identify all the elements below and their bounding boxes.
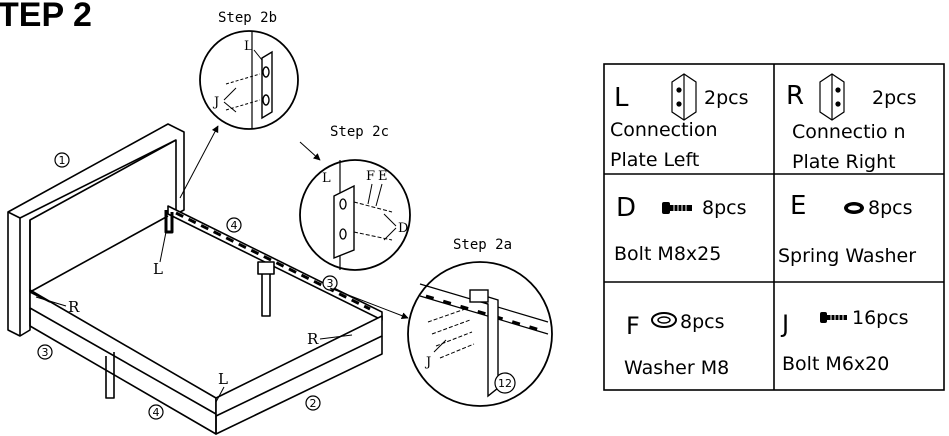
parts-cell-J: J 16pcs Bolt M6x20 <box>780 307 909 375</box>
callout-D-2c: D <box>398 221 408 236</box>
part-qty-F: 8pcs <box>680 311 725 333</box>
parts-cell-E: E 8pcs Spring Washer <box>778 191 916 267</box>
part-name-L-line1: Connection <box>610 119 718 141</box>
part-name-L-line2: Plate Left <box>610 149 699 171</box>
connection-plate-icon <box>671 73 697 121</box>
part-number-4b: 4 <box>153 406 160 419</box>
part-number-2: 2 <box>310 397 317 410</box>
part-name-J: Bolt M6x20 <box>782 353 889 375</box>
part-qty-E: 8pcs <box>868 197 913 219</box>
side-rail-near <box>29 289 217 415</box>
part-code-L: L <box>614 83 629 113</box>
part-number-1: 1 <box>59 154 66 167</box>
part-number-markers: 1 4 3 3 4 2 <box>37 152 338 420</box>
part-code-J: J <box>780 310 789 338</box>
callout-J-2a: J <box>424 355 431 370</box>
detail-step-2c: Step 2c L F E D <box>299 124 411 271</box>
callout-L-2b: L <box>244 39 253 54</box>
step-2a-label: Step 2a <box>453 237 512 253</box>
callout-E-2c: E <box>378 169 388 184</box>
parts-cell-D: D 8pcs Bolt M8x25 <box>614 193 747 265</box>
callout-J-2b: J <box>212 95 219 110</box>
detail-step-2b: Step 2b L J <box>199 10 299 130</box>
callout-L-foot: L <box>218 370 228 388</box>
part-number-4a: 4 <box>231 219 238 232</box>
bed-frame-drawing <box>7 123 383 435</box>
bed-callouts: L R R L <box>35 231 353 403</box>
parts-cell-L: L 2pcs Connection Plate Left <box>610 73 749 171</box>
part-qty-L: 2pcs <box>704 87 749 109</box>
part-code-F: F <box>626 312 640 340</box>
bolt-icon <box>662 202 692 214</box>
part-code-D: D <box>616 193 636 223</box>
part-name-R-line1: Connectio n <box>792 121 906 143</box>
part-name-E: Spring Washer <box>778 245 916 267</box>
parts-cell-F: F 8pcs Washer M8 <box>624 311 729 379</box>
spring-washer-icon <box>844 202 864 214</box>
parts-table: L 2pcs Connection Plate Left R 2pcs Conn… <box>603 63 945 391</box>
part-number-3a: 3 <box>42 346 49 359</box>
part-number-12: 12 <box>498 377 512 390</box>
part-name-F: Washer M8 <box>624 357 729 379</box>
part-number-3b: 3 <box>327 277 334 290</box>
washer-icon <box>651 312 677 328</box>
callout-R-left: R <box>68 298 80 316</box>
part-qty-D: 8pcs <box>702 197 747 219</box>
part-code-R: R <box>786 81 804 111</box>
part-qty-J: 16pcs <box>852 307 909 329</box>
part-qty-R: 2pcs <box>872 87 917 109</box>
detail-step-2a: Step 2a J 12 <box>407 237 553 407</box>
step-2b-label: Step 2b <box>218 10 277 26</box>
callout-F-2c: F <box>366 169 375 184</box>
part-name-D: Bolt M8x25 <box>614 243 721 265</box>
callout-L-2c: L <box>322 171 331 186</box>
step-2c-label: Step 2c <box>330 124 389 140</box>
callout-R-right: R <box>307 330 319 348</box>
connection-plate-icon <box>819 73 845 121</box>
bolt-icon <box>820 312 847 323</box>
step-title: TEP 2 <box>0 0 92 34</box>
callout-L-headboard: L <box>153 260 163 278</box>
part-code-E: E <box>790 191 806 221</box>
part-name-R-line2: Plate Right <box>792 151 896 173</box>
parts-cell-R: R 2pcs Connectio n Plate Right <box>786 73 917 173</box>
